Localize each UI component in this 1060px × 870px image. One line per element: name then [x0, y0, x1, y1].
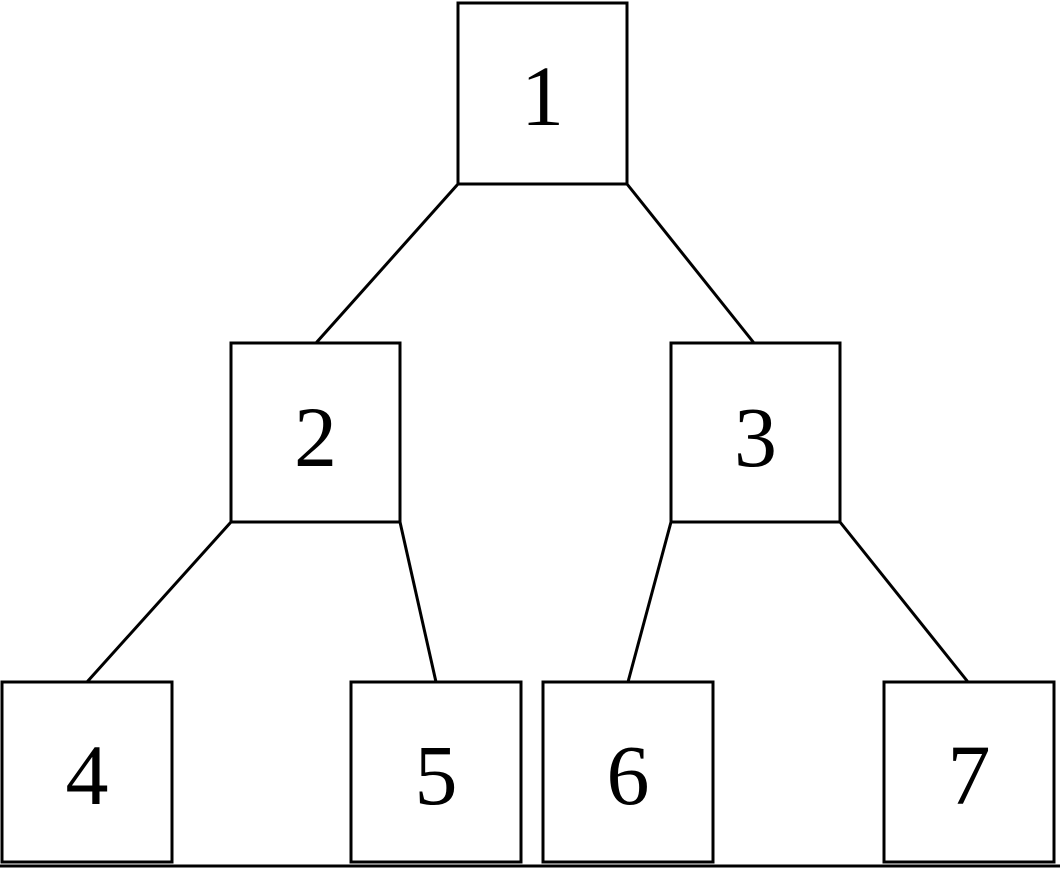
- node-box-4: [0, 680, 174, 864]
- tree-node-3: 3: [669, 341, 842, 524]
- edge-2-4: [85, 520, 233, 684]
- node-box-6: [541, 680, 715, 864]
- node-label-6: 6: [607, 727, 650, 823]
- node-label-1: 1: [521, 48, 564, 144]
- node-box-7: [882, 680, 1056, 864]
- tree-node-4: 4: [0, 680, 174, 864]
- edge-3-7: [838, 521, 970, 683]
- tree-node-1: 1: [456, 1, 629, 186]
- tree-node-7: 7: [882, 680, 1056, 864]
- edge-1-3: [625, 183, 756, 344]
- node-label-2: 2: [294, 389, 337, 485]
- node-box-3: [669, 341, 842, 524]
- tree-node-2: 2: [229, 341, 402, 524]
- node-label-3: 3: [734, 389, 777, 485]
- edge-1-2: [314, 183, 460, 344]
- node-box-2: [229, 341, 402, 524]
- node-label-4: 4: [66, 727, 109, 823]
- edge-3-6: [626, 521, 673, 683]
- node-label-5: 5: [415, 727, 458, 823]
- node-box-5: [349, 680, 523, 864]
- tree-edges: [85, 183, 970, 684]
- tree-node-5: 5: [349, 680, 523, 864]
- edge-2-5: [398, 521, 438, 683]
- node-label-7: 7: [948, 727, 991, 823]
- tree-node-6: 6: [541, 680, 715, 864]
- node-box-1: [456, 1, 629, 186]
